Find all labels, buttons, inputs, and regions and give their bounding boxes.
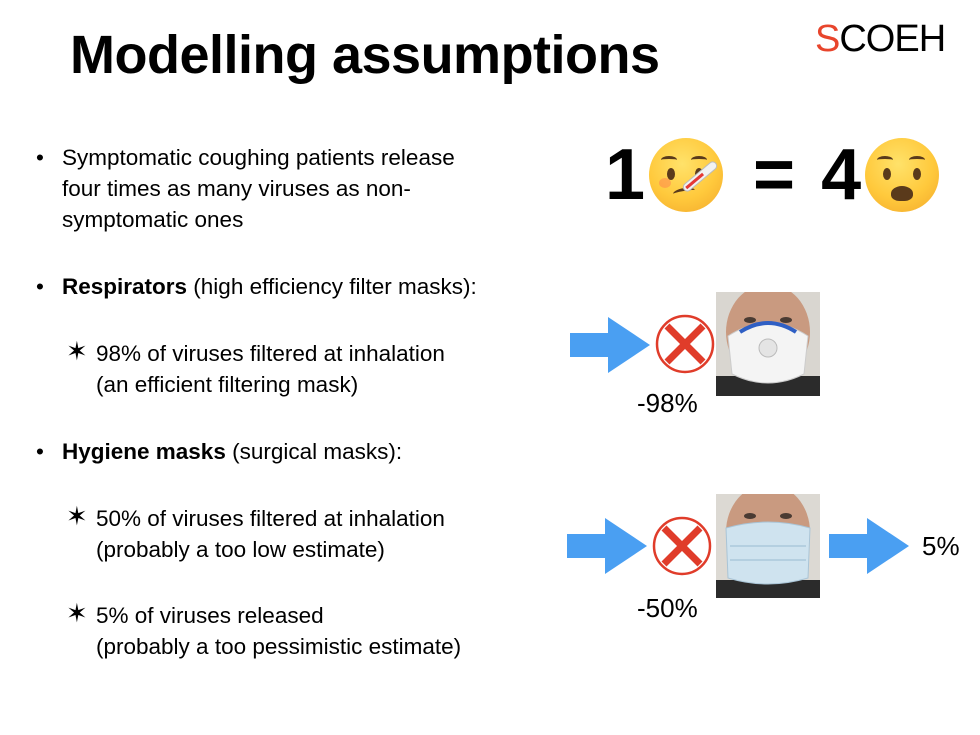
sub-bullet-5: ✶ 5% of viruses released (probably a too… <box>66 598 462 659</box>
bullet-dot: • <box>36 439 44 464</box>
bullet-dot: • <box>36 145 44 170</box>
blocked-x-icon <box>652 516 712 576</box>
outflow-arrow-icon <box>829 518 909 574</box>
star-icon: ✶ <box>66 598 88 628</box>
bullet-respirators: • Respirators (high efficiency filter ma… <box>36 271 477 302</box>
sick-face-thermometer-icon <box>649 138 724 212</box>
page-title: Modelling assumptions <box>70 25 660 85</box>
symptom-equation: 1 = 4 <box>605 135 943 215</box>
scoeh-logo: SCOEH <box>815 18 946 60</box>
star-icon: ✶ <box>66 336 88 366</box>
bullet-symptomatic: • Symptomatic coughing patients release … <box>36 142 455 235</box>
bullet-dot: • <box>36 274 44 299</box>
blocked-x-icon <box>655 314 715 374</box>
sub-bullet-50: ✶ 50% of viruses filtered at inhalation … <box>66 501 445 562</box>
surgical-mask-photo <box>716 494 820 598</box>
respirator-photo <box>716 292 820 396</box>
bullet-hygiene-masks: • Hygiene masks (surgical masks): <box>36 436 402 467</box>
star-icon: ✶ <box>66 501 88 531</box>
inflow-arrow-icon <box>570 317 650 373</box>
hygiene-release-label: 5% <box>922 531 960 561</box>
hygiene-reduction-label: -50% <box>637 593 698 623</box>
inflow-arrow-icon <box>567 518 647 574</box>
anguished-face-icon <box>865 138 940 212</box>
respirator-reduction-label: -98% <box>637 388 698 418</box>
sub-bullet-98: ✶ 98% of viruses filtered at inhalation … <box>66 336 445 397</box>
